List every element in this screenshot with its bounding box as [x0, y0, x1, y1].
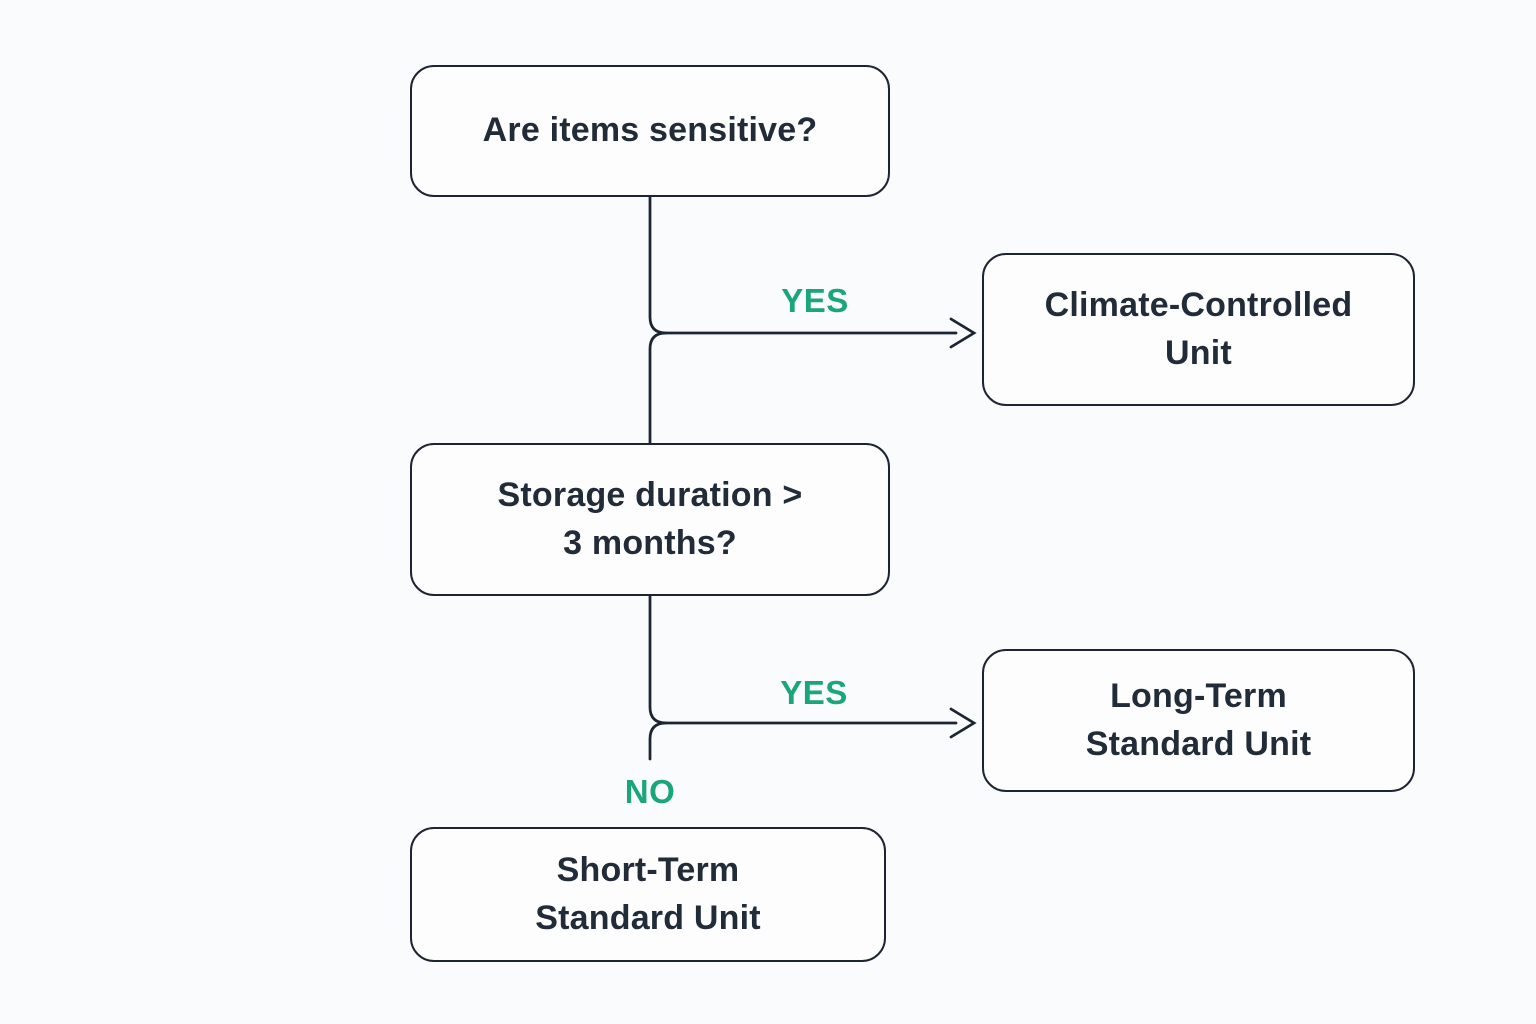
edge-label-duration-yes: YES — [780, 674, 848, 711]
arrowhead-climate-icon — [949, 317, 977, 349]
node-climate-controlled-unit: Climate-Controlled Unit — [982, 253, 1415, 406]
node-short-term-standard-unit-label: Short-Term Standard Unit — [535, 850, 761, 937]
edge-label-duration-no: NO — [624, 773, 676, 810]
node-short-term-standard-unit: Short-Term Standard Unit — [410, 827, 886, 962]
node-question-duration-label: Storage duration > 3 months? — [497, 475, 803, 562]
node-question-sensitive: Are items sensitive? — [410, 65, 890, 197]
edge-branch-to-duration-line — [648, 331, 668, 445]
edge-label-sensitive-yes: YES — [781, 282, 849, 319]
arrowhead-long-term-icon — [949, 707, 977, 739]
node-question-duration: Storage duration > 3 months? — [410, 443, 890, 596]
node-long-term-standard-unit-label: Long-Term Standard Unit — [1085, 676, 1312, 763]
node-long-term-standard-unit: Long-Term Standard Unit — [982, 649, 1415, 792]
edge-branch-no-stub-line — [648, 721, 668, 761]
node-climate-controlled-unit-label: Climate-Controlled Unit — [1044, 285, 1353, 372]
node-question-sensitive-label: Are items sensitive? — [482, 111, 818, 150]
